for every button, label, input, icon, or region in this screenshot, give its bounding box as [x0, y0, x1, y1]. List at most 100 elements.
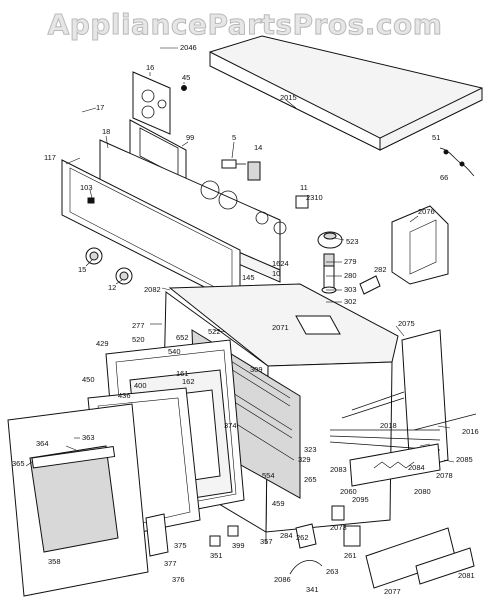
side-panel-2075	[401, 329, 449, 471]
part-label: 16	[146, 63, 154, 72]
part-label: 329	[298, 455, 311, 464]
part-label: 2046	[180, 43, 197, 52]
part-label: 2084	[408, 463, 425, 472]
thermostat-11	[295, 195, 309, 209]
motor-523	[317, 231, 343, 249]
part-label: 374	[224, 421, 237, 430]
part-label: 145	[242, 273, 255, 282]
oven-door	[7, 403, 149, 597]
part-label: 400	[134, 381, 147, 390]
switch-5	[221, 159, 246, 169]
part-label: 1624	[272, 259, 289, 268]
part-label: 15	[78, 265, 86, 274]
part-label: 10	[272, 269, 280, 278]
latch-2086	[289, 560, 323, 575]
part-label: 262	[296, 533, 309, 542]
part-label: 279	[344, 257, 357, 266]
part-label: 2016	[462, 427, 479, 436]
part-label: 351	[210, 551, 223, 560]
part-label: 399	[232, 541, 245, 550]
part-label: 2078	[436, 471, 453, 480]
rod-2016	[413, 413, 477, 431]
part-label: 554	[262, 471, 275, 480]
part-label: 45	[182, 73, 190, 82]
part-label: 161	[176, 369, 189, 378]
part-label: 2018	[380, 421, 397, 430]
part-label: 302	[344, 297, 357, 306]
part-label: 364	[36, 439, 49, 448]
relay-14	[247, 161, 261, 181]
part-label: 357	[260, 537, 273, 546]
part-label: 377	[164, 559, 177, 568]
part-label: 14	[254, 143, 262, 152]
part-label: 2073	[330, 523, 347, 532]
part-label: 5	[232, 133, 236, 142]
part-label: 117	[44, 153, 56, 162]
part-label: 523	[346, 237, 359, 246]
part-label: 2080	[414, 487, 431, 496]
part-label: 363	[82, 433, 95, 442]
hinge-262	[295, 523, 317, 549]
part-label: 303	[344, 285, 357, 294]
part-label: 341	[306, 585, 319, 594]
part-label: 450	[82, 375, 95, 384]
part-label: 652	[176, 333, 189, 342]
top-cover	[209, 35, 483, 151]
part-label: 103	[80, 183, 93, 192]
bracket-261	[343, 525, 361, 547]
part-label: 99	[186, 133, 194, 142]
part-label: 520	[132, 335, 145, 344]
part-label: 2081	[458, 571, 475, 580]
part-label: 376	[172, 575, 185, 584]
knob-15	[85, 247, 103, 265]
part-label: 436	[118, 391, 131, 400]
plate-2081	[415, 547, 475, 585]
terminal-2073	[331, 505, 345, 521]
part-label: 2015	[280, 93, 297, 102]
shield-2076	[391, 205, 449, 285]
part-label: 323	[304, 445, 317, 454]
part-label: 2085	[456, 455, 473, 464]
part-label: 2075	[398, 319, 415, 328]
part-351	[209, 535, 221, 547]
part-label: 284	[280, 531, 293, 540]
part-label: 280	[344, 271, 357, 280]
part-label: 2082	[144, 285, 161, 294]
part-label: 265	[304, 475, 317, 484]
leader-lines	[25, 47, 455, 467]
part-label: 66	[440, 173, 448, 182]
part-label: 51	[432, 133, 440, 142]
part-399	[227, 525, 239, 537]
part-label: 540	[168, 347, 181, 356]
watermark: AppliancePartsPros.com	[47, 8, 443, 42]
part-label: 309	[250, 365, 263, 374]
part-label: 12	[108, 283, 116, 292]
bracket-plate	[132, 71, 187, 135]
part-label: 263	[326, 567, 339, 576]
part-label: 522	[208, 327, 221, 336]
bracket-2080	[349, 443, 441, 487]
part-label: 429	[96, 339, 109, 348]
plug-279	[321, 253, 337, 294]
part-label: 2086	[274, 575, 291, 584]
part-label: 277	[132, 321, 145, 330]
bracket-282	[359, 275, 381, 295]
part-label: 2060	[340, 487, 357, 496]
part-label: 18	[102, 127, 110, 136]
part-label: 375	[174, 541, 187, 550]
part-label: 2076	[418, 207, 435, 216]
part-label: 365	[12, 459, 25, 468]
part-label: 17	[96, 103, 104, 112]
part-label: 282	[374, 265, 387, 274]
part-label: 11	[300, 183, 308, 192]
part-label: 2095	[352, 495, 369, 504]
part-label: 2310	[306, 193, 323, 202]
part-label: 2083	[330, 465, 347, 474]
knob-12	[115, 267, 133, 285]
part-label: 459	[272, 499, 285, 508]
hinge-375	[145, 513, 169, 557]
part-labels: 2046 16 45 2015 17 99 5 14 18 117 103 11…	[12, 43, 479, 596]
part-label: 358	[48, 557, 61, 566]
part-label: 162	[182, 377, 195, 386]
